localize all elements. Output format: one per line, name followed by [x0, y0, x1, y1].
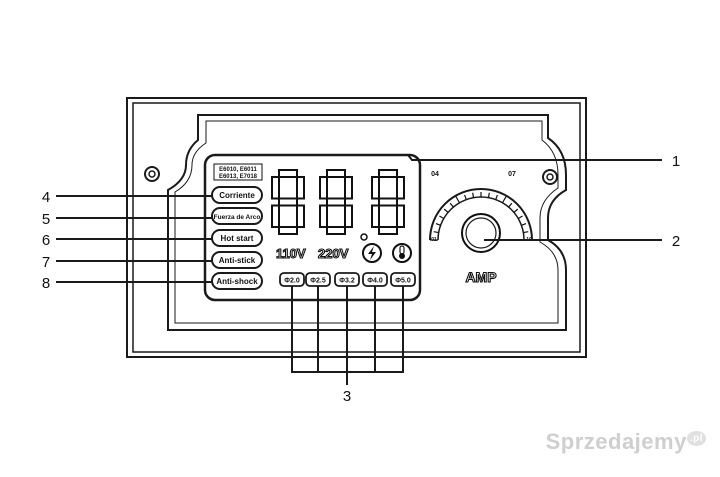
callout-1: 1: [672, 153, 680, 170]
decimal-point: [360, 233, 368, 241]
electrode-diameters: Φ2.0 Φ2.5 Φ3.2 Φ4.0 Φ5.0: [279, 272, 416, 287]
dial-tick: [472, 192, 475, 198]
lcd-display: [203, 153, 422, 302]
voltage-110-label: 110V: [276, 246, 306, 261]
svg-text:Φ5.0: Φ5.0: [395, 278, 411, 285]
svg-text:Φ4.0: Φ4.0: [367, 278, 383, 285]
electrode-types-box: [213, 163, 263, 181]
callout-lines: [56, 154, 662, 385]
scale-label-07: 07: [508, 171, 516, 178]
screw-icon-left: [144, 166, 160, 182]
callout-2: 2: [672, 233, 680, 250]
svg-text:Corriente: Corriente: [219, 191, 255, 200]
dial-tick: [443, 208, 449, 213]
thermometer-icon: [392, 243, 412, 263]
svg-text:Φ2.5: Φ2.5: [310, 278, 326, 285]
screw-icon-right: [542, 169, 558, 185]
watermark: Sprzedajemy.pl: [546, 429, 706, 455]
dial-tick: [513, 208, 519, 213]
digit-3: [371, 169, 405, 235]
dial-tick: [487, 192, 490, 198]
diameter-2: Φ2.5: [305, 272, 331, 287]
amp-knob[interactable]: [461, 213, 501, 253]
svg-text:Fuerza de Arco: Fuerza de Arco: [214, 214, 261, 221]
seven-segment-digits: [271, 169, 405, 235]
dial-tick: [433, 231, 439, 234]
dial-tick: [521, 223, 527, 226]
outer-frame-inner: [132, 102, 581, 353]
inner-panel-inner: [174, 120, 559, 324]
diameter-1: Φ2.0: [279, 272, 305, 287]
mode-anti-shock: Anti-shock: [211, 272, 263, 290]
dial-tick: [523, 231, 529, 234]
scale-label-01: 01: [431, 237, 437, 243]
dial-tick: [501, 195, 508, 204]
digit-2: [319, 169, 353, 235]
voltage-220-label: 220V: [318, 246, 349, 261]
callout-5: 5: [42, 211, 50, 228]
svg-text:Hot start: Hot start: [221, 234, 254, 243]
callout-3: 3: [343, 388, 351, 405]
diameter-3: Φ3.2: [334, 272, 360, 287]
callout-4: 4: [42, 189, 50, 206]
svg-text:Φ2.0: Φ2.0: [284, 278, 300, 285]
lightning-icon: [362, 243, 382, 263]
callout-8: 8: [42, 275, 50, 292]
electrodes-line1: E6010, E6011: [219, 167, 257, 173]
dial-tick: [435, 223, 441, 226]
callout-6: 6: [42, 232, 50, 249]
diameter-4: Φ4.0: [362, 272, 388, 287]
amp-label: AMP: [465, 269, 496, 285]
dial-tick: [449, 202, 454, 208]
mode-fuerza-de-arco: Fuerza de Arco: [211, 207, 263, 225]
digit-1: [271, 169, 305, 235]
scale-label-04: 04: [431, 171, 439, 178]
electrodes-line2: E6013, E7018: [219, 174, 258, 180]
inner-panel: [167, 114, 567, 331]
dial-tick: [454, 195, 461, 204]
dial-tick: [495, 194, 498, 200]
amp-dial-scale: [429, 188, 533, 241]
callout-7: 7: [42, 254, 50, 271]
dial-tick: [439, 215, 445, 220]
dial-tick: [517, 215, 523, 220]
svg-text:Φ3.2: Φ3.2: [339, 278, 355, 285]
mode-hot-start: Hot start: [211, 229, 263, 247]
dial-tick: [508, 202, 513, 208]
outer-frame: [126, 97, 587, 358]
dial-tick: [464, 194, 467, 200]
svg-text:Anti-shock: Anti-shock: [216, 277, 258, 286]
svg-text:Anti-stick: Anti-stick: [219, 256, 256, 265]
mode-anti-stick: Anti-stick: [211, 251, 263, 269]
diameter-5: Φ5.0: [390, 272, 416, 287]
mode-corriente: Corriente: [211, 186, 263, 204]
